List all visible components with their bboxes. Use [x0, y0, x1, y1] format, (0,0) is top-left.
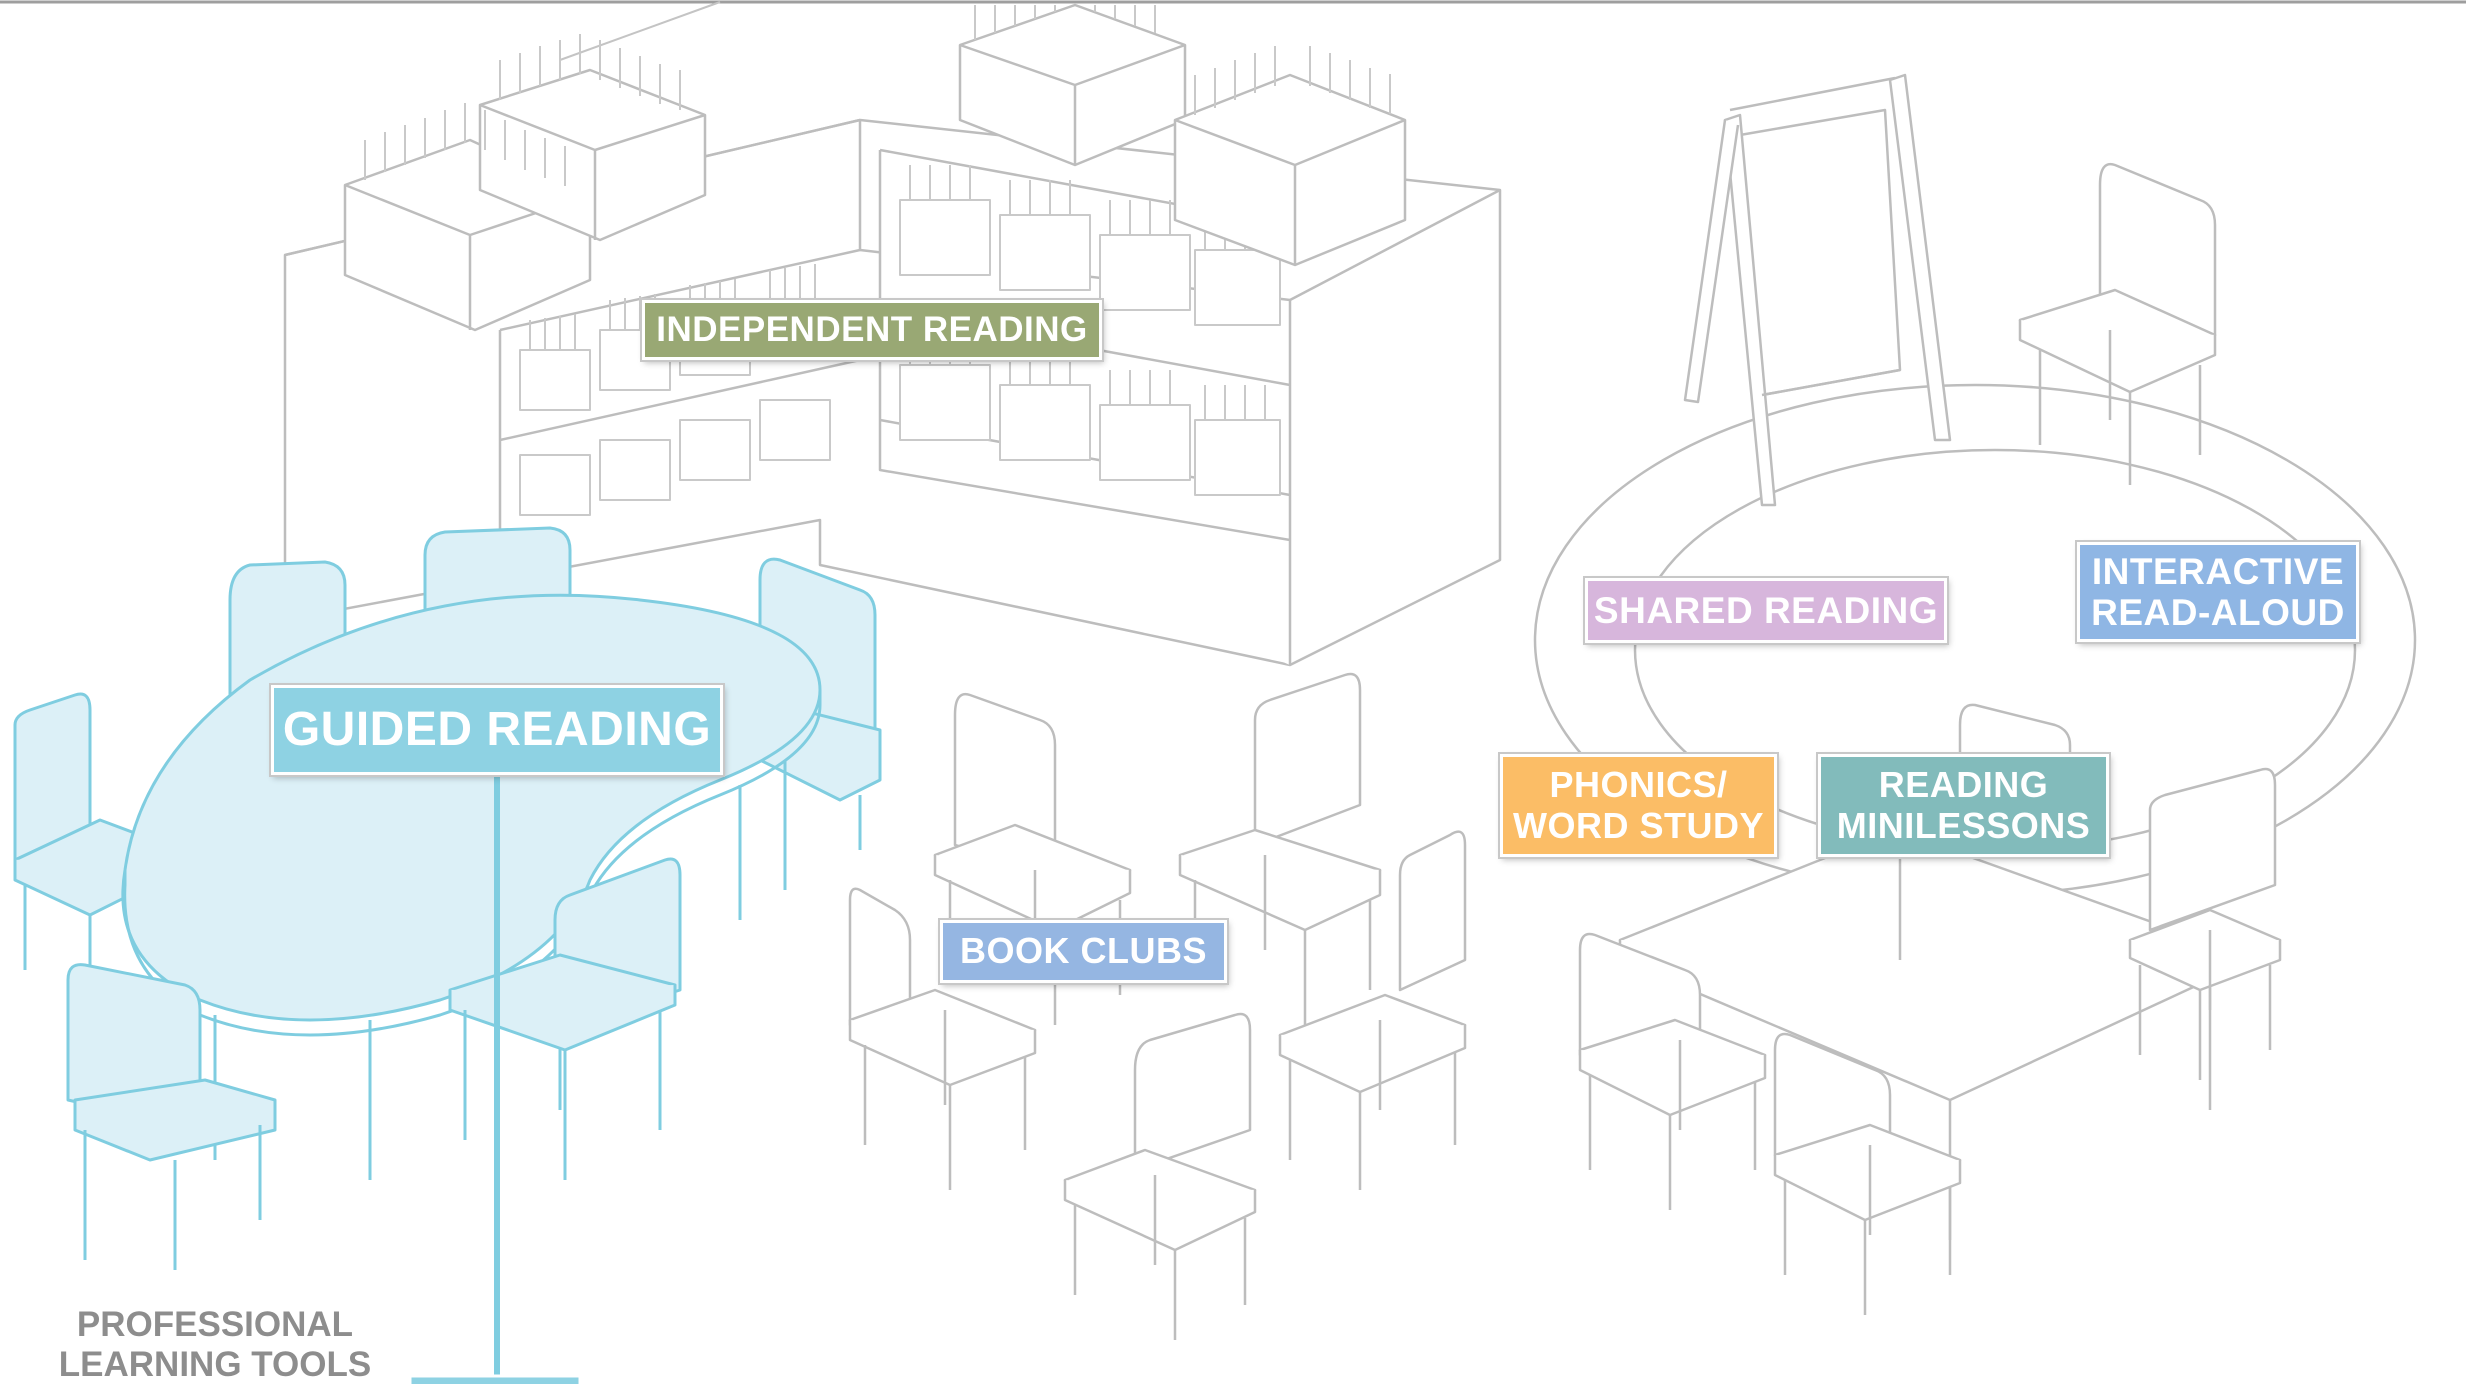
guided-chair — [13, 692, 92, 862]
phonics-chair — [2128, 767, 2282, 1080]
rug-chair — [2018, 162, 2217, 485]
reading-minilessons-label[interactable]: READING MINILESSONS — [1818, 754, 2109, 857]
book-club-chair — [1278, 830, 1467, 1190]
phonics-chair — [1773, 1032, 1962, 1315]
interactive-read-aloud-label[interactable]: INTERACTIVE READ-ALOUD — [2077, 542, 2359, 642]
book-club-chair — [1063, 1012, 1257, 1340]
book-club-chair — [933, 692, 1132, 1025]
guided-reading-label[interactable]: GUIDED READING — [271, 685, 723, 775]
shared-reading-label[interactable]: SHARED READING — [1585, 578, 1947, 643]
phonics-chair — [1578, 932, 1767, 1210]
professional-learning-badge[interactable] — [408, 1374, 582, 1384]
easel — [1683, 73, 1952, 507]
phonics-word-study-label[interactable]: PHONICS/ WORD STUDY — [1500, 754, 1777, 857]
wall-edge — [559, 1, 721, 61]
professional-learning-tools-caption: PROFESSIONAL LEARNING TOOLS — [58, 1305, 372, 1385]
independent-reading-label[interactable]: INDEPENDENT READING — [642, 300, 1102, 360]
book-clubs-label[interactable]: BOOK CLUBS — [940, 920, 1227, 983]
guided-reading-area — [13, 526, 882, 1270]
book-club-chair — [848, 887, 1037, 1190]
